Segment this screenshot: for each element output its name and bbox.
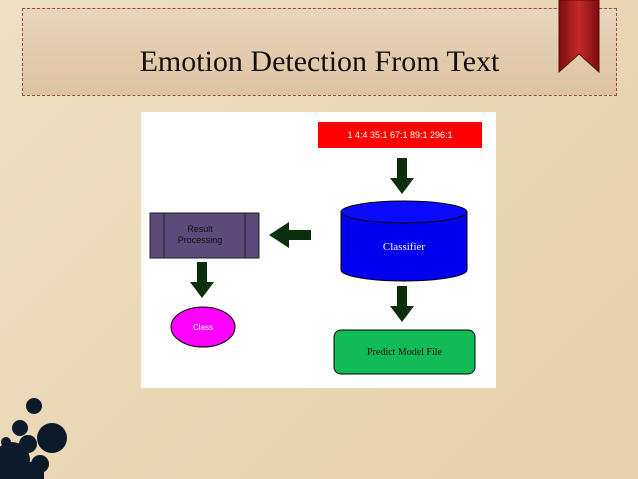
arrow-classifier-to-predict	[390, 286, 414, 322]
ink-splatter-icon	[0, 398, 67, 479]
slide-title: Emotion Detection From Text	[139, 45, 500, 78]
result-processing-label: Result Processing	[177, 224, 223, 245]
flow-diagram: 1 4:4 35:1 67:1 89:1 296:1 Classifier Re…	[141, 112, 496, 388]
classifier-cylinder	[340, 200, 468, 282]
title-box: Emotion Detection From Text	[22, 8, 617, 96]
arrow-classifier-to-result	[269, 222, 311, 248]
result-processing-box	[149, 212, 260, 259]
classifier-label: Classifier	[382, 241, 426, 253]
predict-model-box	[333, 329, 476, 375]
arrow-result-to-class	[190, 262, 214, 298]
class-label: Class	[192, 322, 213, 332]
class-ellipse	[170, 306, 236, 348]
predict-model-label: Predict Model File	[367, 346, 442, 358]
arrow-input-to-classifier	[390, 158, 414, 194]
bookmark-ribbon-icon	[558, 0, 600, 74]
input-vector-label: 1 4:4 35:1 67:1 89:1 296:1	[318, 122, 482, 148]
